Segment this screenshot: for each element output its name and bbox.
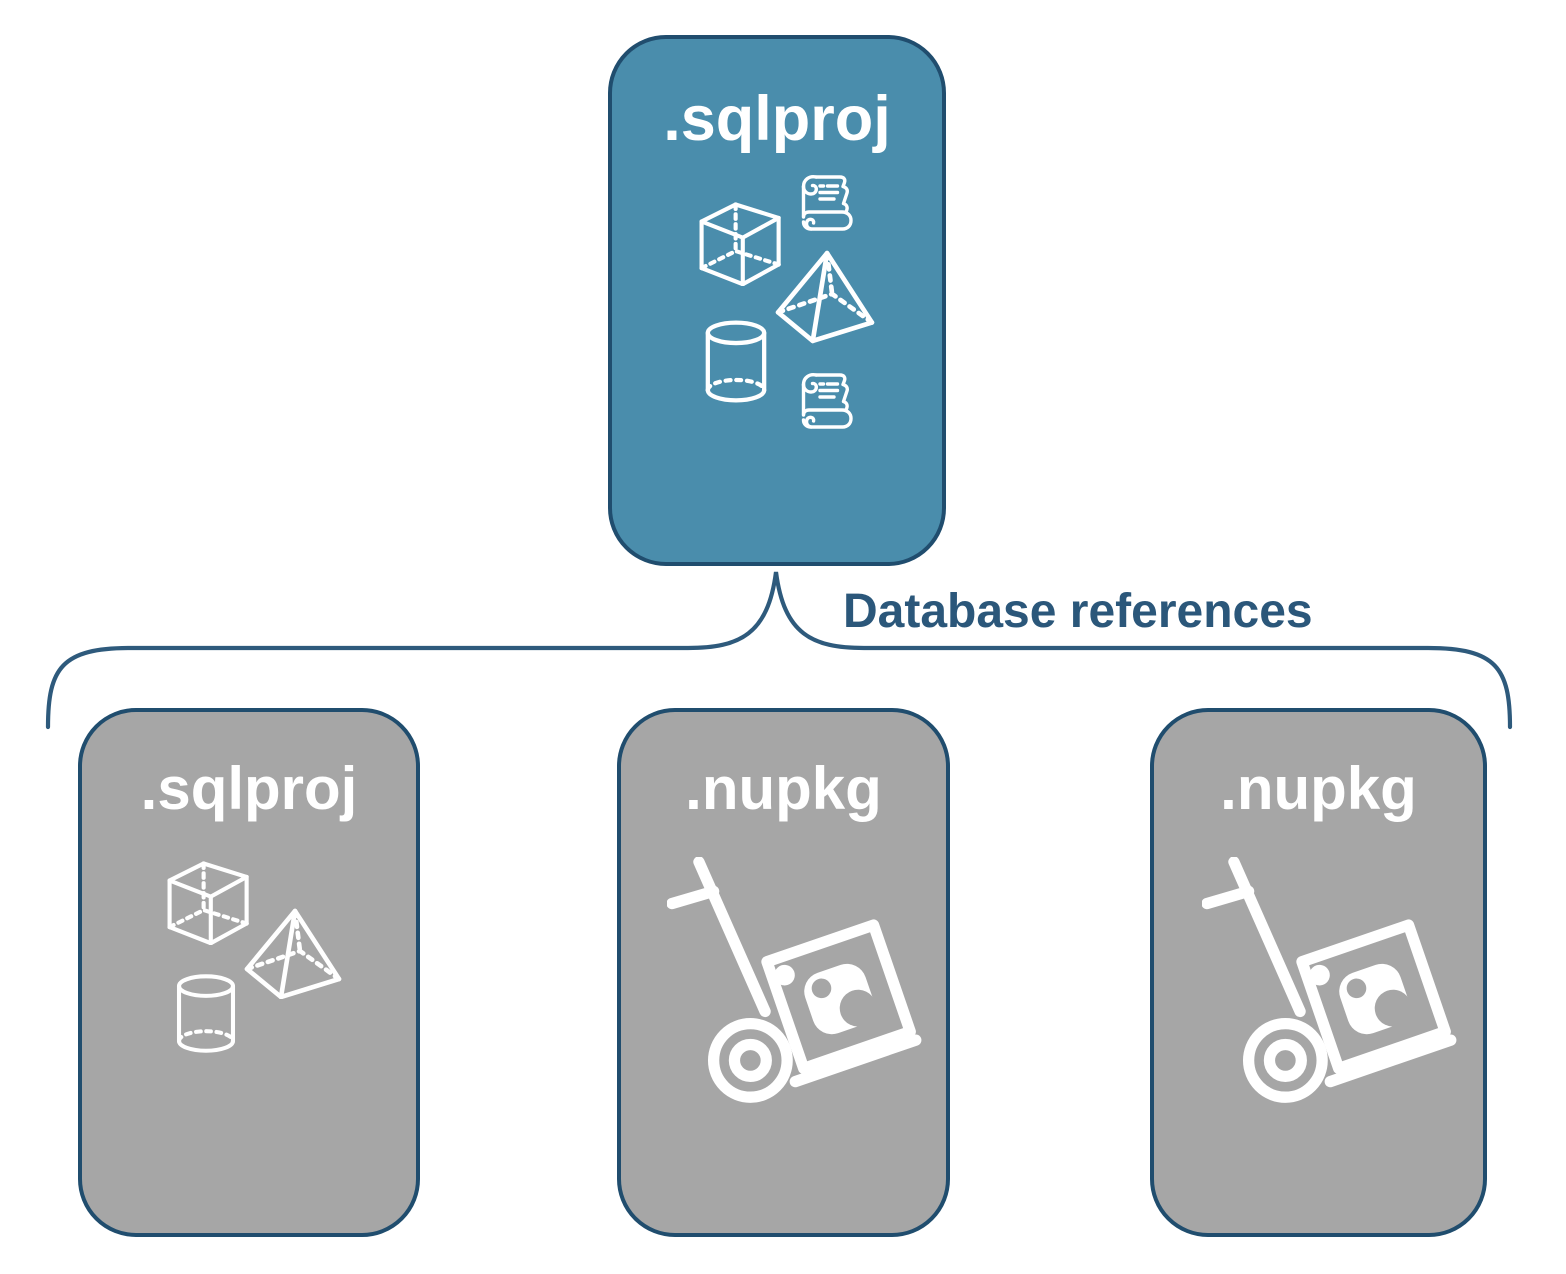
cube-icon <box>167 861 249 945</box>
handtruck-package-icon <box>667 857 922 1103</box>
reference-sqlproj-card: .sqlproj <box>78 708 420 1237</box>
reference-card-label: .sqlproj <box>140 755 358 822</box>
script-scroll-icon <box>801 175 853 231</box>
pyramid-icon <box>775 250 875 344</box>
root-sqlproj-card: .sqlproj <box>608 35 946 566</box>
cylinder-icon <box>176 974 236 1053</box>
reference-card-label: .nupkg <box>685 755 882 822</box>
reference-nupkg-card: .nupkg <box>1150 708 1487 1237</box>
cylinder-icon <box>705 320 767 403</box>
root-card-label: .sqlproj <box>663 84 891 154</box>
pyramid-icon <box>244 908 342 999</box>
cube-icon <box>699 202 781 286</box>
handtruck-package-icon <box>1202 857 1457 1103</box>
script-scroll-icon <box>801 373 853 429</box>
reference-nupkg-card: .nupkg <box>617 708 950 1237</box>
connector-label: Database references <box>843 585 1313 638</box>
reference-card-label: .nupkg <box>1220 755 1417 822</box>
